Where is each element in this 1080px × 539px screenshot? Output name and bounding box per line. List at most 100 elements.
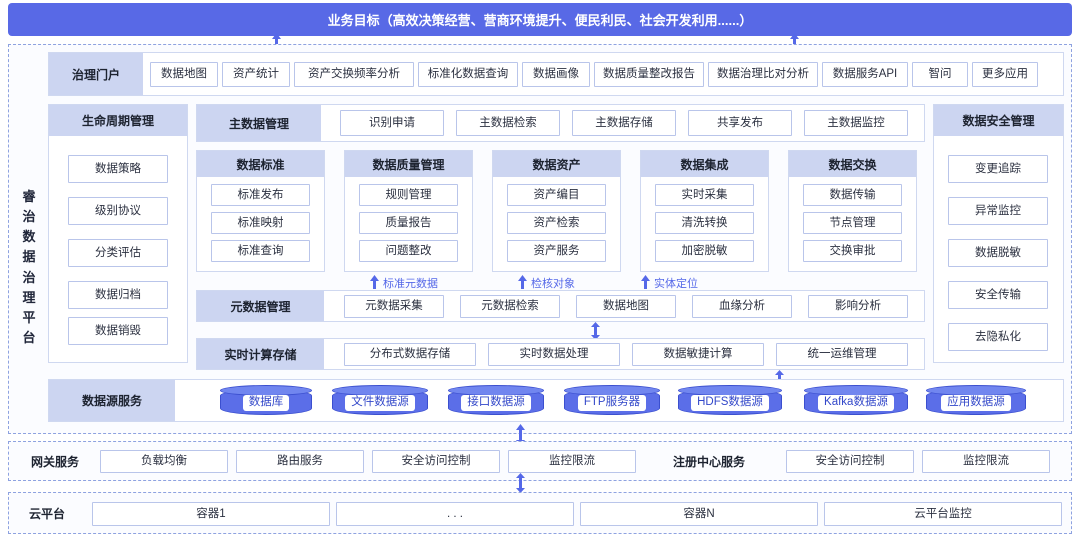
group-header-data-integration: 数据集成 [641, 151, 768, 177]
cylinder-top-ellipse [448, 385, 544, 396]
group-item-realtime-collect[interactable]: 实时采集 [655, 184, 754, 206]
vtitle-char: 数 [22, 229, 36, 245]
datasource-cylinder-application[interactable]: 应用数据源 [926, 385, 1026, 417]
gateway-item-monitor-limit[interactable]: 监控限流 [508, 450, 636, 473]
datasource-cylinder-file[interactable]: 文件数据源 [332, 385, 428, 417]
arrow-up-standard-metadata [370, 275, 379, 289]
vtitle-char: 睿 [22, 188, 36, 204]
platform-vertical-title: 睿 治 数 据 治 理 平 台 [14, 105, 44, 430]
portal-app-data-map[interactable]: 数据地图 [150, 62, 218, 87]
group-item-asset-search[interactable]: 资产检索 [507, 212, 606, 234]
security-item-anomaly-monitor[interactable]: 异常监控 [948, 197, 1048, 225]
arrow-platform-to-gateway [516, 424, 525, 446]
lifecycle-item-archive[interactable]: 数据归档 [68, 281, 168, 309]
master-data-item-share-publish[interactable]: 共享发布 [688, 110, 792, 136]
portal-app-asset-stats[interactable]: 资产统计 [222, 62, 290, 87]
lifecycle-item-destroy[interactable]: 数据销毁 [68, 317, 168, 345]
arrow-up-entity-locate [641, 275, 650, 289]
lifecycle-header: 生命周期管理 [49, 105, 187, 136]
vtitle-char: 台 [22, 329, 36, 345]
portal-app-smart-ask[interactable]: 智问 [912, 62, 968, 87]
realtime-item-stream-processing[interactable]: 实时数据处理 [488, 343, 620, 366]
cloud-item-ellipsis[interactable]: . . . [336, 502, 574, 526]
group-item-standard-query[interactable]: 标准查询 [211, 240, 310, 262]
cylinder-top-ellipse [220, 385, 312, 396]
group-item-rule-management[interactable]: 规则管理 [359, 184, 458, 206]
group-item-asset-service[interactable]: 资产服务 [507, 240, 606, 262]
datasource-cylinder-database[interactable]: 数据库 [220, 385, 312, 417]
security-item-masking[interactable]: 数据脱敏 [948, 239, 1048, 267]
group-item-data-transfer[interactable]: 数据传输 [803, 184, 902, 206]
metadata-item-collect[interactable]: 元数据采集 [344, 295, 444, 318]
group-item-exchange-approval[interactable]: 交换审批 [803, 240, 902, 262]
cloud-item-container-1[interactable]: 容器1 [92, 502, 330, 526]
datasource-label: 接口数据源 [461, 395, 531, 411]
group-item-issue-fix[interactable]: 问题整改 [359, 240, 458, 262]
datasource-header: 数据源服务 [49, 380, 175, 421]
vtitle-char: 平 [22, 309, 36, 325]
realtime-item-distributed-storage[interactable]: 分布式数据存储 [344, 343, 476, 366]
cloud-item-cloud-monitor[interactable]: 云平台监控 [824, 502, 1062, 526]
cylinder-top-ellipse [926, 385, 1026, 396]
arrow-metadata-to-realtime [591, 322, 600, 340]
group-item-standard-mapping[interactable]: 标准映射 [211, 212, 310, 234]
cloud-item-container-n[interactable]: 容器N [580, 502, 818, 526]
metadata-item-search[interactable]: 元数据检索 [460, 295, 560, 318]
portal-app-governance-diff[interactable]: 数据治理比对分析 [708, 62, 818, 87]
vtitle-char: 据 [22, 249, 36, 265]
cylinder-top-ellipse [678, 385, 782, 396]
security-panel [933, 104, 1064, 363]
vtitle-char: 治 [22, 269, 36, 285]
master-data-item-identify-request[interactable]: 识别申请 [340, 110, 444, 136]
metadata-item-lineage[interactable]: 血缘分析 [692, 295, 792, 318]
gateway-item-load-balance[interactable]: 负载均衡 [100, 450, 228, 473]
datasource-cylinder-interface[interactable]: 接口数据源 [448, 385, 544, 417]
portal-app-more[interactable]: 更多应用 [972, 62, 1038, 87]
gateway-item-routing[interactable]: 路由服务 [236, 450, 364, 473]
datasource-cylinder-ftp[interactable]: FTP服务器 [564, 385, 660, 417]
lifecycle-item-classify-eval[interactable]: 分类评估 [68, 239, 168, 267]
group-item-clean-transform[interactable]: 清洗转换 [655, 212, 754, 234]
portal-app-std-query[interactable]: 标准化数据查询 [418, 62, 518, 87]
security-item-secure-transfer[interactable]: 安全传输 [948, 281, 1048, 309]
registry-item-monitor-limit[interactable]: 监控限流 [922, 450, 1050, 473]
master-data-item-search[interactable]: 主数据检索 [456, 110, 560, 136]
datasource-label: 文件数据源 [345, 395, 415, 411]
datasource-panel [48, 379, 1064, 422]
datasource-label: 数据库 [242, 395, 290, 411]
realtime-item-unified-ops[interactable]: 统一运维管理 [776, 343, 908, 366]
portal-app-exchange-freq[interactable]: 资产交换频率分析 [294, 62, 414, 87]
portal-app-data-portrait[interactable]: 数据画像 [522, 62, 590, 87]
group-header-data-standard: 数据标准 [197, 151, 324, 177]
group-item-encrypt-mask[interactable]: 加密脱敏 [655, 240, 754, 262]
arrow-label-standard-metadata: 标准元数据 [383, 278, 438, 290]
metadata-item-data-map[interactable]: 数据地图 [576, 295, 676, 318]
group-item-quality-report[interactable]: 质量报告 [359, 212, 458, 234]
master-data-item-storage[interactable]: 主数据存储 [572, 110, 676, 136]
group-item-node-manage[interactable]: 节点管理 [803, 212, 902, 234]
cylinder-top-ellipse [804, 385, 908, 396]
gateway-item-access-control[interactable]: 安全访问控制 [372, 450, 500, 473]
registry-item-access-control[interactable]: 安全访问控制 [786, 450, 914, 473]
lifecycle-item-sla[interactable]: 级别协议 [68, 197, 168, 225]
gateway-header: 网关服务 [30, 454, 79, 469]
metadata-item-impact[interactable]: 影响分析 [808, 295, 908, 318]
lifecycle-item-data-policy[interactable]: 数据策略 [68, 155, 168, 183]
master-data-header: 主数据管理 [197, 105, 321, 141]
group-item-standard-publish[interactable]: 标准发布 [211, 184, 310, 206]
security-item-de-privacy[interactable]: 去隐私化 [948, 323, 1048, 351]
master-data-item-monitor[interactable]: 主数据监控 [804, 110, 908, 136]
portal-app-quality-report[interactable]: 数据质量整改报告 [594, 62, 704, 87]
datasource-cylinder-kafka[interactable]: Kafka数据源 [804, 385, 908, 417]
portal-app-data-api[interactable]: 数据服务API [822, 62, 908, 87]
datasource-cylinder-hdfs[interactable]: HDFS数据源 [678, 385, 782, 417]
datasource-label: FTP服务器 [577, 395, 647, 411]
group-item-asset-catalog[interactable]: 资产编目 [507, 184, 606, 206]
portal-header: 治理门户 [49, 53, 143, 95]
metadata-header: 元数据管理 [197, 291, 324, 321]
arrow-up-check-object [518, 275, 527, 289]
datasource-label: Kafka数据源 [818, 395, 894, 411]
realtime-item-agile-compute[interactable]: 数据敏捷计算 [632, 343, 764, 366]
security-item-change-trace[interactable]: 变更追踪 [948, 155, 1048, 183]
